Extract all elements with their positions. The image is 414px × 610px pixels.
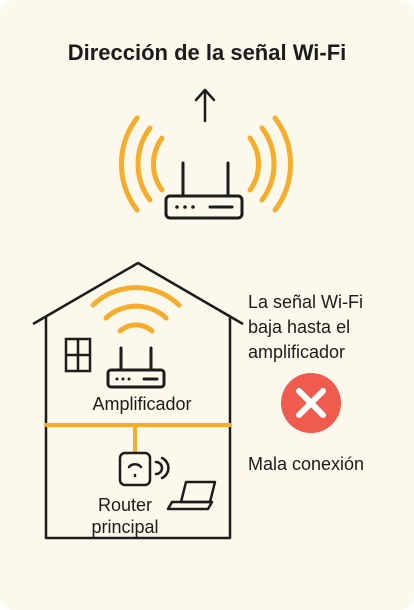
- laptop-icon: [166, 480, 217, 511]
- amplifier-wifi-waves-icon: [90, 285, 182, 334]
- up-arrow-icon: [194, 88, 216, 123]
- main-router-label-line1: Router: [97, 495, 153, 515]
- router-small-icon: [118, 451, 170, 487]
- amplifier-label: Amplificador: [92, 394, 192, 414]
- main-router-label: Router principal: [60, 494, 190, 538]
- wifi-waves-icon: [119, 115, 293, 213]
- diagram-title: Dirección de la señal Wi-Fi: [67, 40, 347, 65]
- amplifier-router-icon: [106, 346, 166, 389]
- router-icon: [164, 161, 244, 220]
- house-icon: [32, 261, 244, 540]
- main-router-label-line2: principal: [91, 517, 159, 537]
- error-x-icon: [281, 373, 341, 433]
- signal-note-line: La señal Wi-Fi: [248, 292, 364, 312]
- status-text: Mala conexión: [248, 454, 365, 474]
- floor-divider: [44, 423, 232, 454]
- signal-note-line: baja hasta el: [248, 317, 351, 337]
- signal-note: La señal Wi-Fi baja hasta el amplificado…: [248, 290, 408, 365]
- window-icon: [64, 337, 92, 373]
- signal-note-line: amplificador: [248, 342, 346, 362]
